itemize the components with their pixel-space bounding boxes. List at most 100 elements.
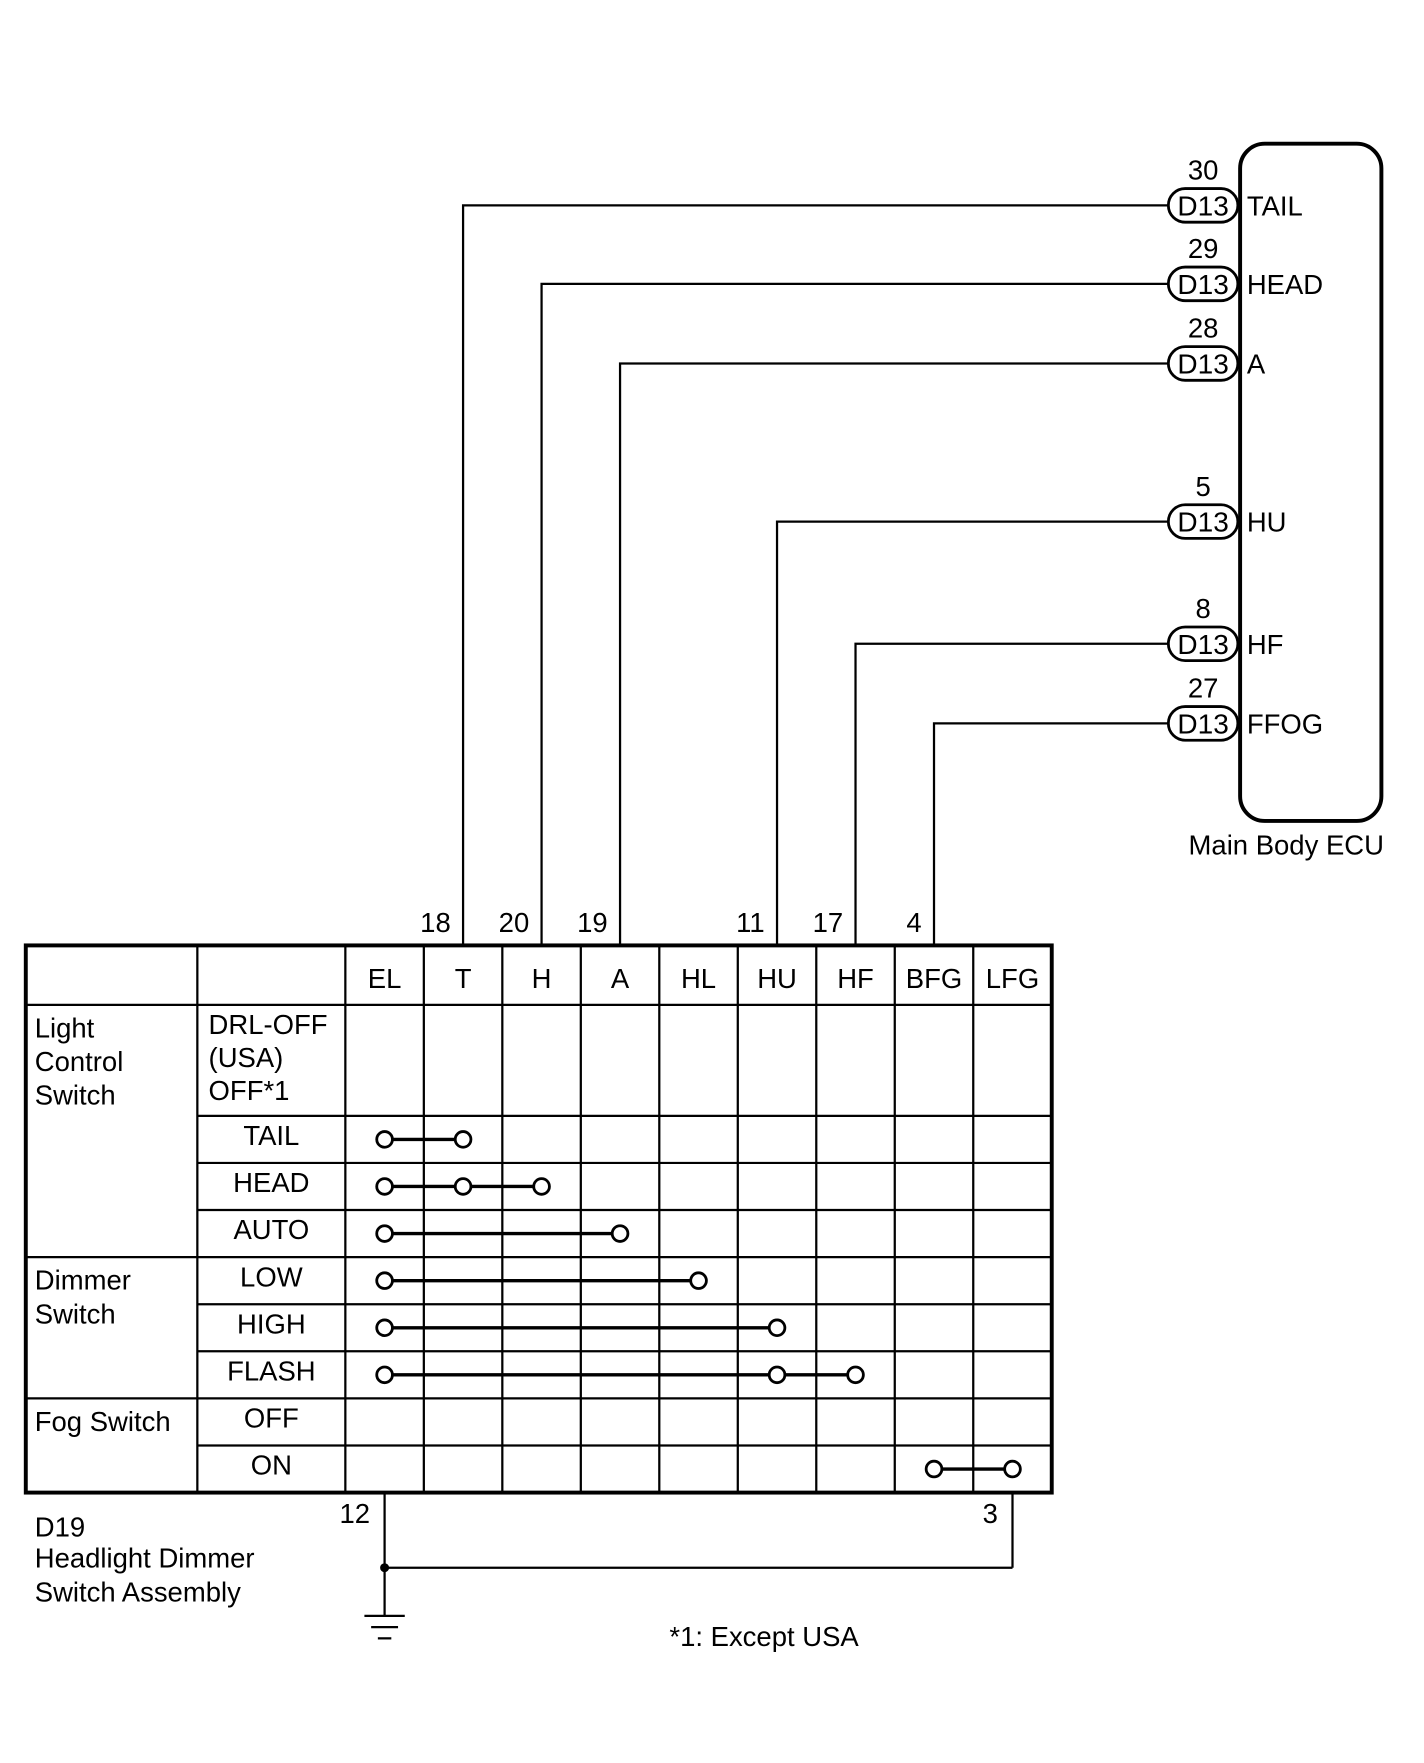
switch-position-label: LOW (240, 1261, 303, 1292)
switch-name-line-1: Headlight Dimmer (35, 1543, 255, 1574)
continuity-node-lfg (1003, 1459, 1022, 1479)
switch-position-row: HEAD (233, 1167, 551, 1198)
ecu-terminal-hu: D13 5HU (1166, 471, 1287, 540)
terminal-header-h: H (532, 963, 552, 994)
switch-position-row: OFF (244, 1403, 299, 1434)
switch-connector-code: D19 (35, 1511, 85, 1542)
switch-pin-number: 20 (499, 907, 530, 938)
switch-assembly-label: D19 Headlight Dimmer Switch Assembly (35, 1511, 255, 1607)
ecu-box (1238, 141, 1384, 823)
continuity-node-hu (767, 1318, 787, 1338)
continuity-node-el (375, 1365, 394, 1385)
terminal-header-hu: HU (757, 963, 797, 994)
continuity-node-bfg (924, 1459, 944, 1479)
switch-group-label: Fog Switch (35, 1406, 171, 1437)
connector-pill (1166, 503, 1240, 540)
wire-hu (775, 520, 1169, 946)
switch-position-label: TAIL (243, 1120, 299, 1151)
switch-pin-number: 12 (339, 1498, 370, 1529)
switch-position-row: AUTO (233, 1214, 630, 1245)
connector-code: D13 (1177, 507, 1228, 538)
connector-pill (1166, 187, 1240, 224)
harness-wires (461, 204, 1169, 946)
switch-group-label: Switch (35, 1298, 116, 1329)
terminal-header-lfg: LFG (986, 963, 1039, 994)
connector-pill (1166, 705, 1240, 742)
switch-position-row: DRL-OFF(USA)OFF*1 (209, 1009, 328, 1106)
switch-position-label: OFF*1 (209, 1075, 290, 1106)
switch-group-label: Control (35, 1046, 124, 1077)
wire-tail (461, 204, 1169, 946)
ecu-pin-number: 8 (1195, 593, 1210, 624)
switch-group-2: Fog Switch (35, 1406, 171, 1437)
connector-code: D13 (1177, 708, 1228, 739)
ecu-pin-number: 28 (1188, 313, 1219, 344)
switch-position-label: ON (251, 1450, 292, 1481)
switch-position-label: HIGH (237, 1308, 306, 1339)
continuity-node-el (375, 1130, 394, 1149)
ecu-terminal-name: A (1247, 349, 1266, 380)
ecu-terminals: D1330TAILD1329HEADD1328AD135HUD138HFD132… (1166, 155, 1323, 742)
main-body-ecu: Main Body ECU (1189, 141, 1384, 861)
continuity-node-el (375, 1224, 394, 1243)
ecu-pin-number: 30 (1188, 155, 1219, 186)
terminal-header-a: A (611, 963, 630, 994)
continuity-node-t (453, 1177, 473, 1196)
table-border (23, 943, 1054, 1495)
ecu-pin-number: 29 (1188, 233, 1219, 264)
switch-pin-number: 3 (983, 1498, 998, 1529)
ecu-terminal-name: HU (1247, 507, 1287, 538)
switch-position-label: AUTO (233, 1214, 309, 1245)
switch-position-row: FLASH (227, 1355, 865, 1386)
switch-pin-number: 17 (813, 907, 844, 938)
wire-ffog (932, 722, 1169, 946)
ground-icon (364, 1614, 405, 1640)
continuity-node-el (375, 1271, 394, 1290)
connector-code: D13 (1177, 629, 1228, 660)
wire-junction-dot (380, 1563, 390, 1573)
ecu-terminal-hf: D13 8HF (1166, 593, 1284, 663)
connector-pill (1166, 625, 1240, 663)
ecu-terminal-name: FFOG (1247, 708, 1323, 739)
wire-a (618, 362, 1169, 946)
switch-position-label: HEAD (233, 1167, 309, 1198)
switch-group-label: Light (35, 1012, 95, 1043)
connector-code: D13 (1177, 269, 1228, 300)
continuity-node-hu (767, 1365, 787, 1385)
ecu-label: Main Body ECU (1189, 830, 1384, 861)
wire-head (540, 282, 1169, 946)
ecu-pin-number: 27 (1188, 673, 1219, 704)
ecu-pin-number: 5 (1195, 471, 1210, 502)
terminal-header-t: T (455, 963, 472, 994)
connector-code: D13 (1177, 349, 1228, 380)
switch-position-row: TAIL (243, 1120, 473, 1151)
switch-position-row: HIGH (237, 1308, 787, 1339)
ecu-terminal-a: D13 28A (1166, 313, 1266, 382)
switch-pin-number: 11 (736, 907, 765, 938)
switch-pin-number: 18 (420, 907, 451, 938)
connector-code: D13 (1177, 190, 1228, 221)
switch-pin-number: 19 (577, 907, 608, 938)
continuity-node-el (375, 1318, 394, 1338)
terminal-header-el: EL (368, 963, 402, 994)
switch-position-row: ON (251, 1450, 1022, 1481)
terminal-header-hf: HF (837, 963, 874, 994)
switch-position-label: OFF (244, 1403, 299, 1434)
connector-pill (1166, 265, 1240, 303)
switch-group-label: Dimmer (35, 1265, 131, 1296)
ecu-terminal-name: HF (1247, 629, 1284, 660)
switch-position-label: (USA) (209, 1042, 284, 1073)
continuity-node-el (375, 1177, 394, 1196)
wire-hf (854, 642, 1169, 946)
terminal-header-bfg: BFG (906, 963, 962, 994)
continuity-node-a (610, 1224, 630, 1243)
ground-circuit: 12 3 (339, 1492, 1014, 1640)
switch-group-label: Switch (35, 1080, 116, 1111)
